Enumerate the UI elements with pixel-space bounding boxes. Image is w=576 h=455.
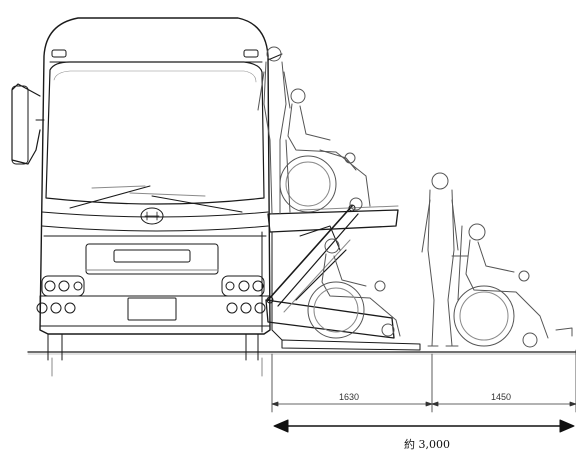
dimension-lift-depth-label: 1630 xyxy=(339,392,360,402)
dimension-wheelchair-space-label: 1450 xyxy=(491,392,512,402)
standing-attendant-bus xyxy=(257,46,291,215)
wheelchair-user-ground xyxy=(451,223,573,348)
dimension-lines xyxy=(271,349,576,413)
wheelchair-lift xyxy=(261,204,421,351)
bus-front xyxy=(11,17,283,377)
ground-line xyxy=(27,351,576,355)
total-dimension-label: 約 3,000 xyxy=(404,438,450,451)
total-dimension-arrow xyxy=(273,419,575,433)
wheelchair-user-upper xyxy=(279,88,371,213)
standing-person xyxy=(421,172,459,347)
wheelchair-user-lower xyxy=(307,238,401,339)
